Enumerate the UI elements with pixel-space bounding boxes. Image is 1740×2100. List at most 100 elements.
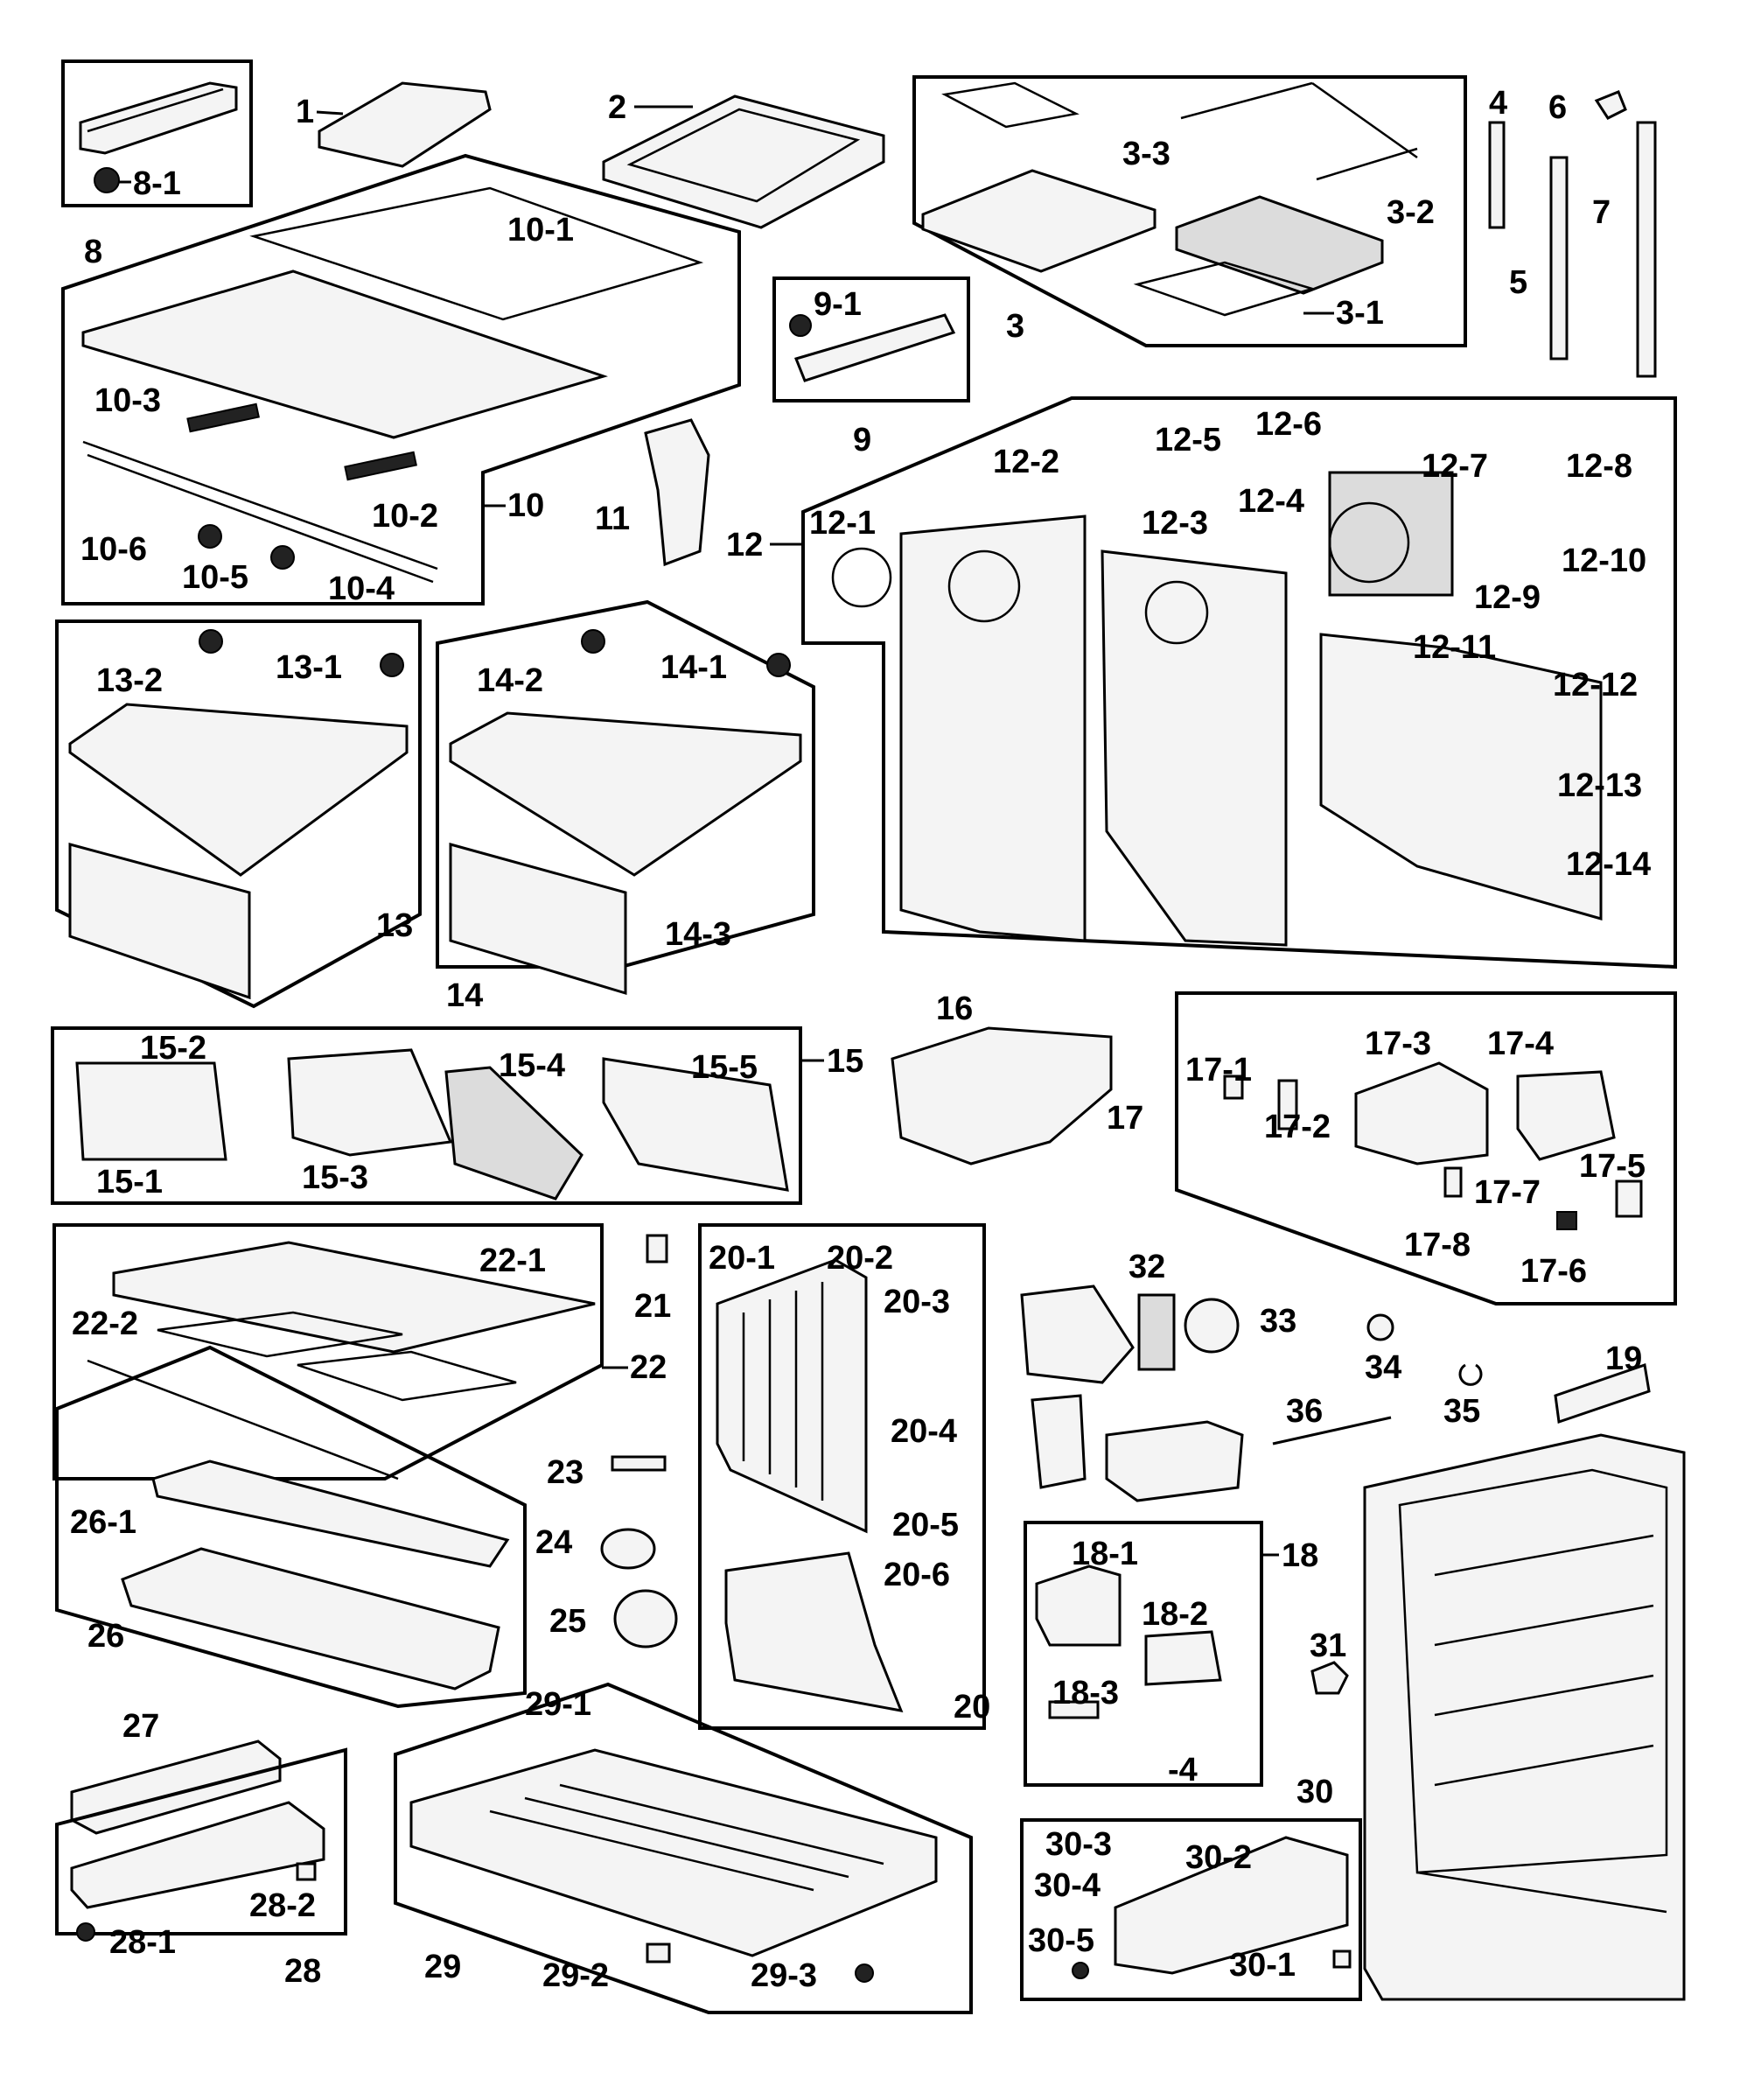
refrigerator-cabinet [1363, 1433, 1686, 2001]
part-group-15 [51, 1026, 802, 1205]
label-12-2: 12-2 [993, 444, 1059, 480]
part-7 [1636, 121, 1657, 378]
label-5: 5 [1509, 264, 1527, 301]
part-group-18 [1024, 1521, 1263, 1787]
part-16 [891, 1026, 1113, 1166]
label-12-4: 12-4 [1238, 483, 1304, 520]
part-group-3 [912, 75, 1467, 347]
part-group-26 [55, 1345, 527, 1709]
label-15-4: 15-4 [499, 1047, 565, 1084]
label-1: 1 [296, 94, 314, 130]
label-30: 30 [1296, 1774, 1333, 1810]
part-23 [611, 1455, 667, 1472]
part-32 [1020, 1284, 1135, 1384]
part-group-13 [55, 620, 422, 1009]
part-group-20 [698, 1223, 986, 1730]
label-29-1: 29-1 [525, 1686, 591, 1723]
label-20-4: 20-4 [891, 1413, 957, 1450]
label-12-13: 12-13 [1557, 767, 1642, 804]
label-17: 17 [1107, 1100, 1143, 1137]
label-21: 21 [634, 1288, 671, 1325]
part-group-12 [801, 396, 1677, 970]
label-31: 31 [1310, 1628, 1346, 1664]
label-14-1: 14-1 [660, 649, 727, 686]
part-group-30 [1020, 1818, 1362, 2001]
label-9-1: 9-1 [814, 286, 862, 323]
label-12-14: 12-14 [1566, 846, 1651, 883]
label-12-3: 12-3 [1142, 505, 1208, 542]
part-32-plate [1137, 1293, 1176, 1371]
label-24: 24 [535, 1524, 572, 1561]
label-12: 12 [726, 527, 763, 564]
label-9: 9 [853, 422, 871, 458]
label-29-2: 29-2 [542, 1957, 609, 1994]
label-36: 36 [1286, 1393, 1323, 1430]
label-34: 34 [1365, 1349, 1401, 1386]
label-22-2: 22-2 [72, 1306, 138, 1342]
part-21 [646, 1234, 668, 1264]
label-6: 6 [1548, 89, 1567, 126]
part-group-22 [52, 1223, 604, 1480]
part-19 [1554, 1363, 1651, 1424]
label-26-1: 26-1 [70, 1504, 136, 1541]
label-15-2: 15-2 [140, 1030, 206, 1067]
part-5 [1549, 156, 1569, 360]
label-17-8: 17-8 [1404, 1227, 1471, 1264]
label-15-1: 15-1 [96, 1164, 163, 1200]
part-group-17 [1175, 991, 1677, 1306]
label-8: 8 [84, 234, 102, 270]
label-15-3: 15-3 [302, 1159, 368, 1196]
part-33-motor [1184, 1298, 1240, 1354]
label-17-5: 17-5 [1579, 1148, 1646, 1185]
label-15: 15 [827, 1043, 863, 1080]
label-33: 33 [1260, 1303, 1296, 1340]
label-12-11: 12-11 [1413, 629, 1496, 666]
label-17-7: 17-7 [1474, 1174, 1541, 1211]
label-18-1: 18-1 [1072, 1536, 1138, 1572]
label-17-6: 17-6 [1520, 1253, 1587, 1290]
label-29-3: 29-3 [751, 1957, 817, 1994]
label-10-5: 10-5 [182, 559, 248, 596]
label-32: 32 [1129, 1249, 1165, 1285]
label-18-4: -4 [1168, 1752, 1198, 1788]
label-18-3: 18-3 [1052, 1675, 1119, 1712]
part-group-8 [61, 60, 253, 207]
label-17-1: 17-1 [1185, 1052, 1252, 1088]
label-12-6: 12-6 [1255, 406, 1322, 443]
label-20-5: 20-5 [892, 1507, 959, 1544]
label-12-1: 12-1 [809, 505, 876, 542]
part-24 [600, 1528, 656, 1570]
label-18: 18 [1282, 1537, 1318, 1574]
label-13-1: 13-1 [276, 649, 342, 686]
label-12-8: 12-8 [1566, 448, 1632, 485]
part-group-9 [772, 276, 970, 402]
part-25 [613, 1589, 678, 1648]
label-2: 2 [608, 89, 626, 126]
label-28: 28 [284, 1953, 321, 1990]
label-16: 16 [936, 990, 973, 1027]
label-3-2: 3-2 [1387, 194, 1435, 231]
label-10-1: 10-1 [507, 212, 574, 248]
label-12-5: 12-5 [1155, 422, 1221, 458]
label-8-1: 8-1 [133, 165, 181, 202]
label-14: 14 [446, 977, 483, 1014]
part-group-14 [436, 599, 815, 996]
label-20: 20 [954, 1689, 990, 1726]
label-28-2: 28-2 [249, 1887, 316, 1924]
label-30-2: 30-2 [1185, 1839, 1252, 1876]
part-1 [318, 81, 492, 168]
label-20-2: 20-2 [827, 1240, 893, 1277]
label-3: 3 [1006, 308, 1024, 345]
label-30-3: 30-3 [1045, 1826, 1112, 1863]
label-30-1: 30-1 [1229, 1947, 1296, 1984]
label-30-4: 30-4 [1034, 1867, 1101, 1904]
label-22-1: 22-1 [479, 1242, 546, 1279]
part-36-cover [1031, 1394, 1087, 1489]
part-6 [1594, 90, 1627, 120]
label-17-3: 17-3 [1365, 1026, 1431, 1062]
label-17-2: 17-2 [1264, 1109, 1331, 1145]
label-12-10: 12-10 [1562, 542, 1646, 579]
label-19: 19 [1605, 1340, 1642, 1377]
label-12-7: 12-7 [1422, 448, 1488, 485]
